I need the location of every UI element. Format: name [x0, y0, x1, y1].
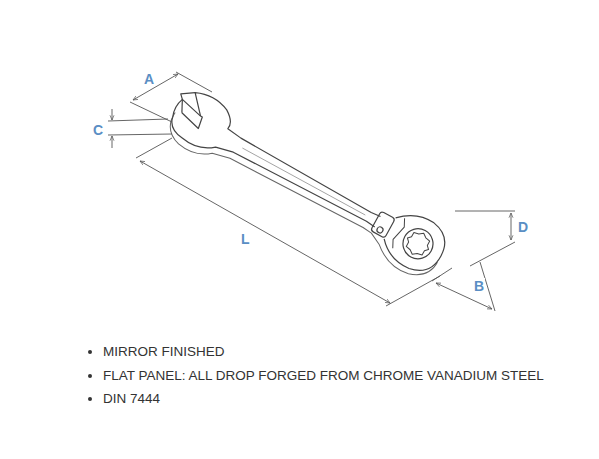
dimension-letter: B	[473, 278, 485, 294]
feature-list: MIRROR FINISHED FLAT PANEL: ALL DROP FORG…	[83, 340, 544, 411]
dimension-letter: L	[240, 231, 251, 247]
feature-text: MIRROR FINISHED	[103, 344, 225, 359]
dimension-letter: A	[143, 71, 155, 87]
wrench	[157, 83, 455, 284]
feature-item: FLAT PANEL: ALL DROP FORGED FROM CHROME …	[103, 364, 544, 388]
dimension-lines	[108, 72, 515, 311]
feature-item: MIRROR FINISHED	[103, 340, 544, 364]
feature-text: FLAT PANEL: ALL DROP FORGED FROM CHROME …	[103, 368, 544, 383]
feature-text: DIN 7444	[103, 391, 160, 406]
dimension-letter: C	[92, 122, 104, 138]
feature-item: DIN 7444	[103, 387, 544, 411]
dimension-letter: D	[517, 219, 529, 235]
